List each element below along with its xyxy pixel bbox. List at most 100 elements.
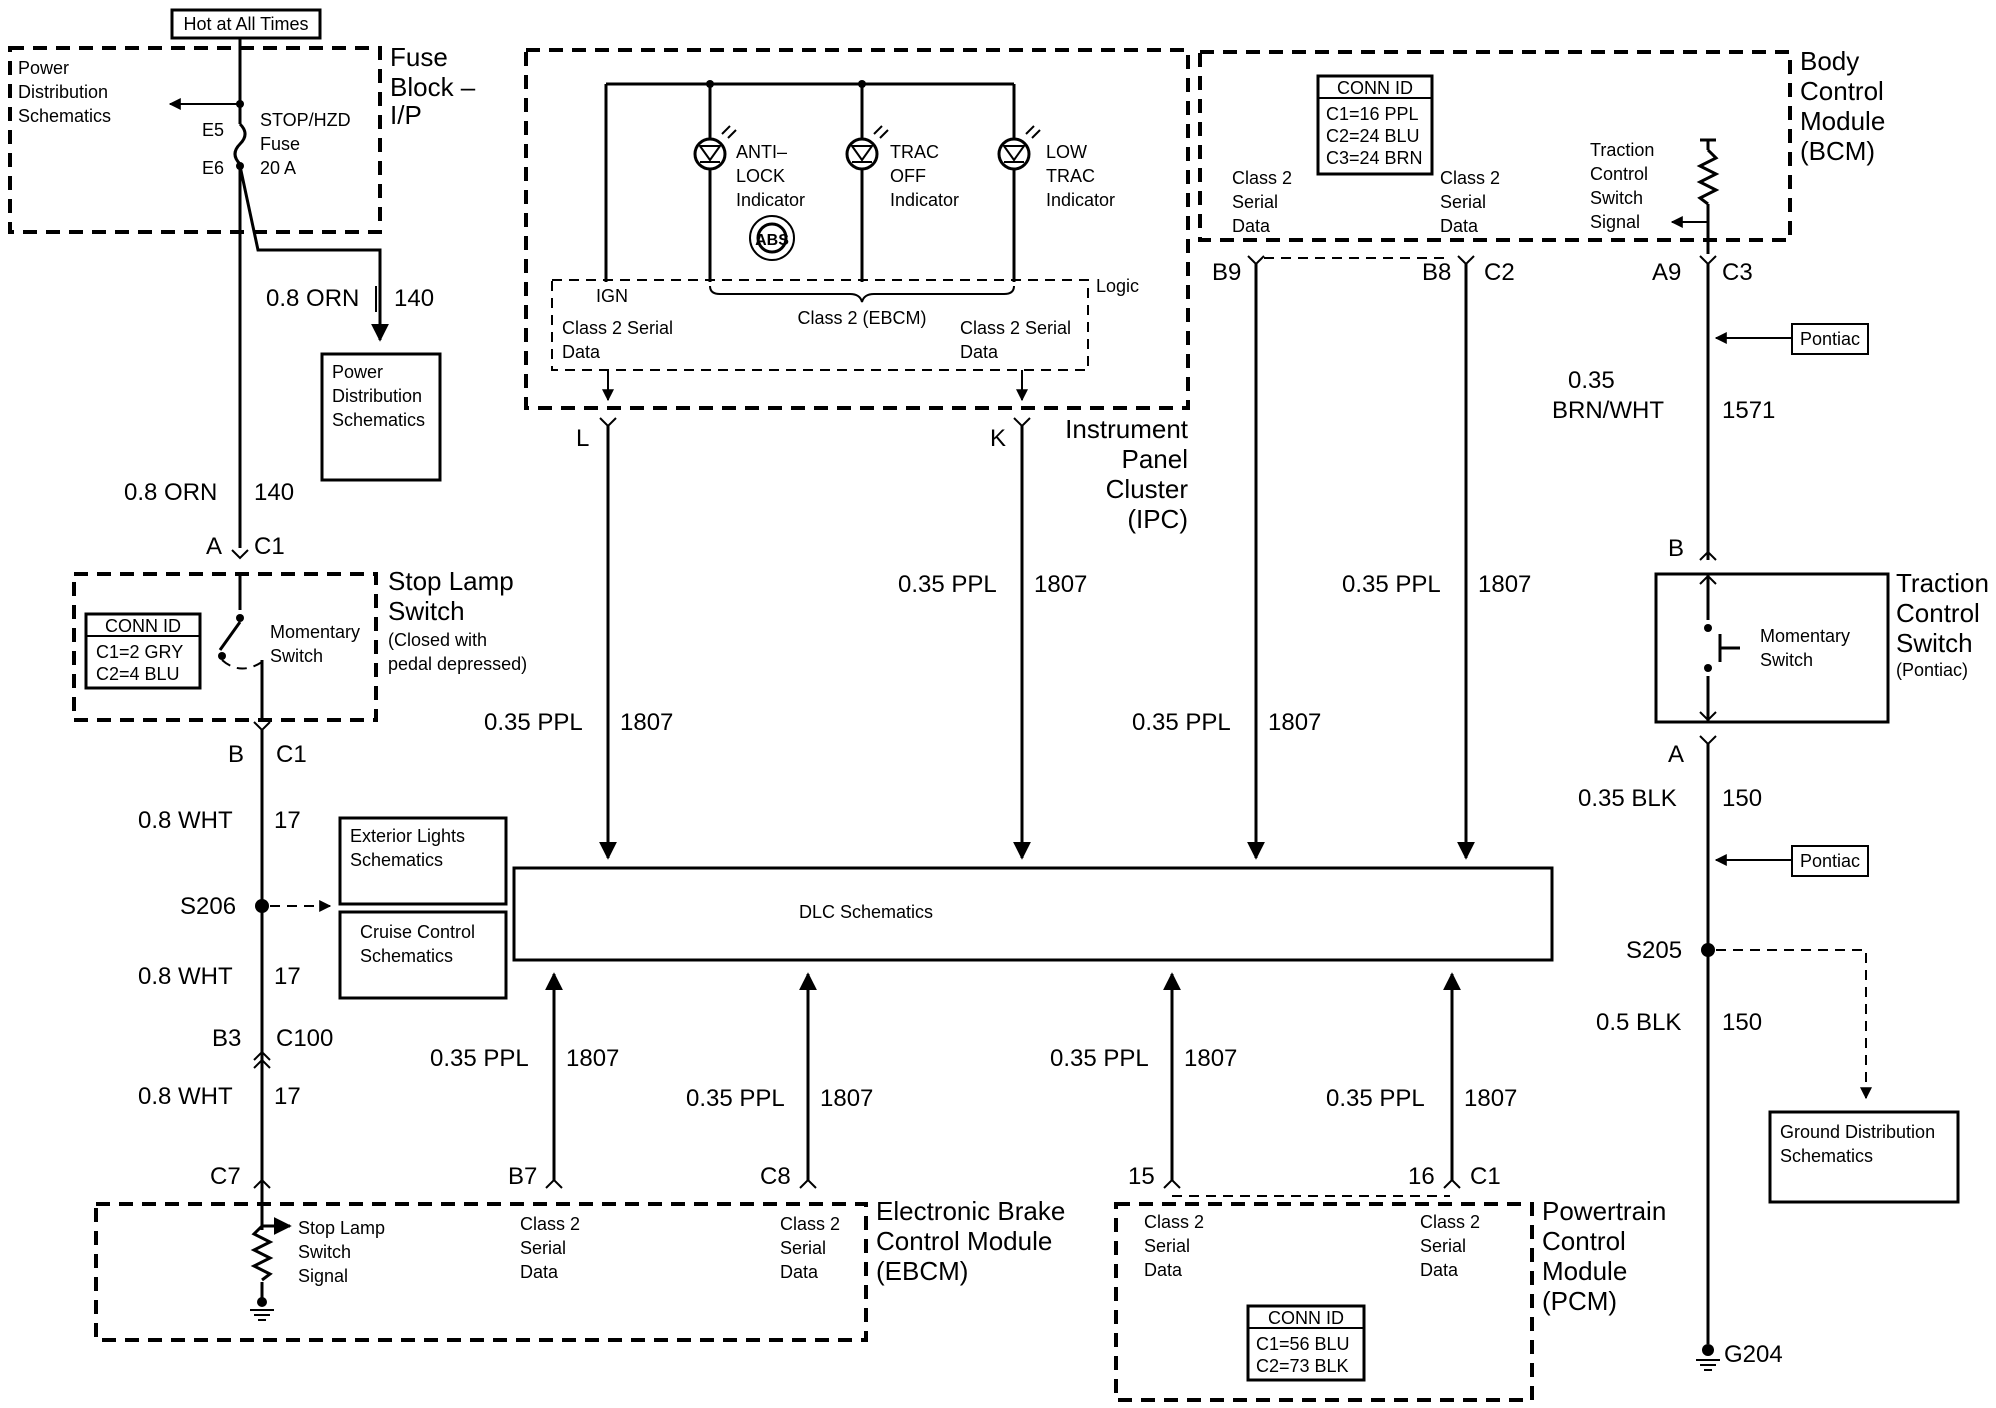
pcm-title-3: Module [1542,1256,1627,1286]
ebcm-csd1-3: Data [520,1262,559,1282]
tcs-sw-1: Momentary [1760,626,1850,646]
stop-feed-num: 140 [254,479,294,506]
pontiac-1-box [1791,323,1869,355]
fuse-ref-line1: Power [18,58,69,78]
ground-icon [1696,1359,1720,1371]
stop-title-1: Stop Lamp [388,566,514,596]
ground-g204-label: G204 [1724,1341,1783,1368]
cruise-2: Schematics [360,946,453,966]
pcm-conn-c2: C2=73 BLK [1256,1356,1349,1376]
gnd-ref-1: Ground Distribution [1780,1122,1935,1142]
stop-w3-size: 0.8 WHT [138,963,233,990]
bcm-conn-id-title: CONN ID [1337,78,1413,98]
connector-b8-icon [1457,255,1475,266]
bcm-outline [1198,50,1792,242]
bcm-conn-id-box [1316,74,1434,176]
stop-pin-b: B [228,741,244,768]
ebcm-csd1-2: Serial [520,1238,566,1258]
connector-c7-icon [253,1178,271,1189]
bcm-title-2: Control [1800,76,1884,106]
tcs-title-2: Control [1896,598,1980,628]
tcs-contact-bottom [1704,664,1712,672]
pcm-conn-id-box [1246,1304,1366,1382]
pcm-pin-16: 16 [1408,1163,1435,1190]
bcm-title-4: (BCM) [1800,136,1875,166]
stop-w4-num: 17 [274,1083,301,1110]
hot-at-all-times-label-box [170,8,322,40]
abs-indicator-lamp-icon [693,125,737,171]
ipc-title-4: (IPC) [1127,504,1188,534]
w-1807: 1807 [1464,1085,1517,1112]
ipc-csd-r-1: Class 2 Serial [960,318,1071,338]
hot-at-all-times-label: Hot at All Times [183,14,308,34]
connector-16-icon [1443,1178,1461,1189]
ebcm-sls-1: Stop Lamp [298,1218,385,1238]
ign-junction-dot [706,80,714,88]
cruise-1: Cruise Control [360,922,475,942]
bcm-tcs-2: Control [1590,164,1648,184]
tcs-w1-size2: BRN/WHT [1552,397,1664,424]
stop-conn-id-title: CONN ID [105,616,181,636]
tcs-pushbutton-icon [1718,634,1740,662]
stop-note-1: (Closed with [388,630,487,650]
cruise-control-box [338,910,508,1000]
bcm-conn-c3: C3=24 BRN [1326,148,1423,168]
abs-symbol-ring-icon [749,215,795,261]
fuse-junction-dot [236,100,244,108]
fuse-pin-e6: E6 [202,158,224,178]
fuse-ref-line2: Distribution [18,82,108,102]
class2-ebcm-label: Class 2 (EBCM) [797,308,926,328]
bcm-pin-c3: C3 [1722,259,1753,286]
bcm-conn-c2: C2=24 BLU [1326,126,1420,146]
stop-conn-c1: C1=2 GRY [96,642,183,662]
stop-sw-label-2: Switch [270,646,323,666]
connector-15-icon [1163,1178,1181,1189]
ipc-title-1: Instrument [1065,414,1189,444]
ipc-logic-label: Logic [1096,276,1139,296]
tcs-w3-size: 0.5 BLK [1596,1009,1681,1036]
low-label-2: TRAC [1046,166,1095,186]
fuse-name-1: STOP/HZD [260,110,351,130]
connector-c100-icon [253,1050,271,1069]
bcm-tcs-4: Signal [1590,212,1640,232]
bcm-pin-b9: B9 [1212,259,1241,286]
bcm-title-1: Body [1800,46,1859,76]
ipc-logic-outline [551,279,1089,371]
ipc-pin-l: L [576,425,589,452]
splice-s206-label: S206 [180,893,236,920]
fuse-ref-line3: Schematics [18,106,111,126]
fuse-block-title-1: Fuse [390,42,448,72]
ebcm-csd2-1: Class 2 [780,1214,840,1234]
w-1807: 1807 [1478,571,1531,598]
tcs-pin-a: A [1668,741,1684,768]
g204-ground-dot [1702,1344,1714,1356]
exterior-lights-box [338,816,508,906]
connector-k-icon [1013,417,1031,428]
dlc-schematics-box [512,866,1554,962]
fuse-block-title-2: Block – [390,72,476,102]
trac-label-1: TRAC [890,142,939,162]
splice-s205-dot [1701,943,1715,957]
ebcm-csd2-2: Serial [780,1238,826,1258]
fuse-branch-wire-size: 0.8 ORN [266,285,359,312]
connector-tcs-a-icon [1699,735,1717,746]
bcm-tcs-3: Switch [1590,188,1643,208]
ebcm-pin-c8: C8 [760,1163,791,1190]
pd-ref2-1: Power [332,362,383,382]
connector-a-icon [231,549,249,560]
ext-lights-2: Schematics [350,850,443,870]
low-label-1: LOW [1046,142,1087,162]
splice-s206-dot [255,899,269,913]
w-ppl: 0.35 PPL [484,709,583,736]
stop-w3-num: 17 [274,963,301,990]
ext-lights-1: Exterior Lights [350,826,465,846]
ebcm-csd2-3: Data [780,1262,819,1282]
tcs-w1-size1: 0.35 [1568,367,1615,394]
bcm-pullup-resistor-icon [1696,148,1720,206]
pcm-csd2-1: Class 2 [1420,1212,1480,1232]
connector-b7-icon [545,1178,563,1189]
w-1807: 1807 [620,709,673,736]
fuse-branch-wire [238,165,389,342]
abs-label-3: Indicator [736,190,805,210]
ebcm-title-2: Control Module [876,1226,1052,1256]
